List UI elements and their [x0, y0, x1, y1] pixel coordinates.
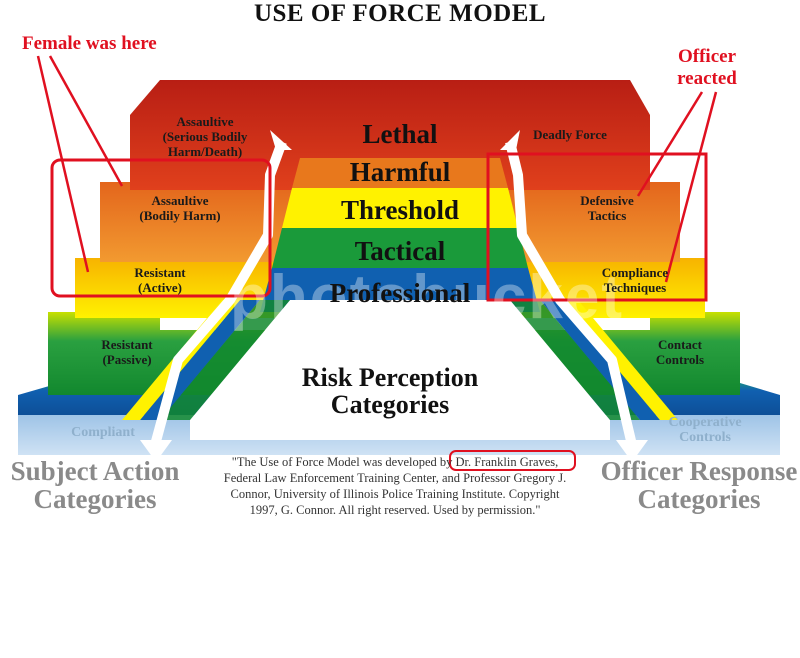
diagram-title: USE OF FORCE MODEL	[253, 0, 547, 27]
tier-tactical: Tactical	[354, 236, 446, 266]
tier-threshold: Threshold	[340, 195, 460, 225]
annotation-shapes	[36, 55, 718, 471]
step-resistant-passive: Resistant (Passive)	[101, 337, 153, 367]
officer-response-categories: Officer Response Categories	[600, 456, 798, 514]
annotation-officer-reacted: Officer reacted	[677, 46, 737, 89]
subject-arrow	[140, 130, 292, 462]
risk-perception-label: Risk Perception Categories	[301, 363, 479, 419]
copyright-credit: "The Use of Force Model was developed by…	[223, 455, 567, 517]
watermark: photobucket	[230, 263, 624, 332]
step-contact-controls: Contact Controls	[655, 337, 705, 367]
step-cooperative-controls: Cooperative Controls	[668, 415, 742, 445]
tier-harmful: Harmful	[349, 157, 451, 187]
step-assaultive-bodily: Assaultive (Bodily Harm)	[139, 193, 221, 223]
step-assaultive-serious: Assaultive (Serious Bodily Harm/Death)	[162, 114, 248, 159]
step-compliant: Compliant	[71, 425, 135, 440]
credit-highlighted-name: Dr. Franklin Graves,	[455, 455, 559, 469]
step-defensive-tactics: Defensive Tactics	[580, 193, 634, 223]
step-resistant-active: Resistant (Active)	[134, 265, 186, 295]
tier-lethal: Lethal	[362, 119, 438, 149]
officer-arrow	[500, 130, 648, 462]
annotation-female-was-here: Female was here	[22, 33, 157, 54]
tier-professional: Professional	[329, 278, 471, 308]
step-compliance-techniques: Compliance Techniques	[601, 265, 669, 295]
step-deadly-force: Deadly Force	[533, 127, 607, 142]
subject-action-categories: Subject Action Categories	[10, 456, 180, 514]
